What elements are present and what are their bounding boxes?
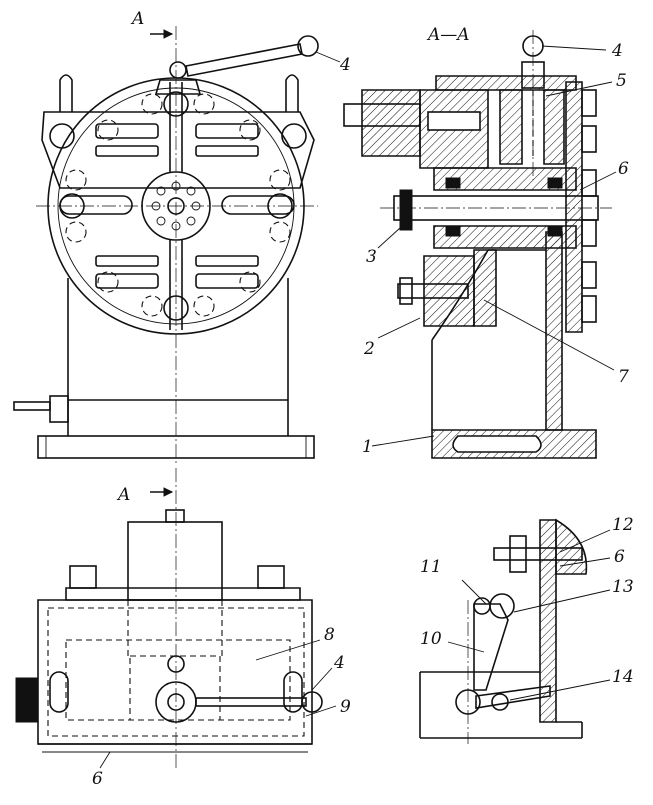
labels: A A—A A 4 4 5 6 3 2 7 1 8 4 9 6 12 6 11 … (92, 9, 634, 789)
callout-14: 14 (612, 667, 634, 687)
callout-3: 3 (366, 247, 377, 267)
callout-13: 13 (612, 577, 634, 597)
plan-view (15, 468, 323, 770)
section-marker-top: A (130, 9, 144, 29)
callout-6: 6 (92, 769, 103, 789)
front-view (13, 26, 319, 466)
leader-lines (99, 45, 617, 769)
section-title: A—A (426, 25, 470, 45)
callout-4: 4 (611, 41, 623, 61)
callout-9: 9 (340, 697, 351, 717)
callout-11: 11 (420, 557, 442, 577)
callout-6: 6 (614, 547, 625, 567)
callout-4: 4 (333, 653, 345, 673)
callout-1: 1 (362, 437, 373, 457)
detail-view (419, 518, 588, 744)
callout-10: 10 (420, 629, 442, 649)
callout-6: 6 (618, 159, 629, 179)
callout-7: 7 (618, 367, 629, 387)
section-view (343, 30, 612, 459)
callout-12: 12 (612, 515, 634, 535)
callout-8: 8 (324, 625, 335, 645)
callout-5: 5 (616, 71, 627, 91)
callout-4: 4 (339, 55, 351, 75)
callout-2: 2 (363, 339, 375, 359)
section-marker-bottom: A (116, 485, 130, 505)
